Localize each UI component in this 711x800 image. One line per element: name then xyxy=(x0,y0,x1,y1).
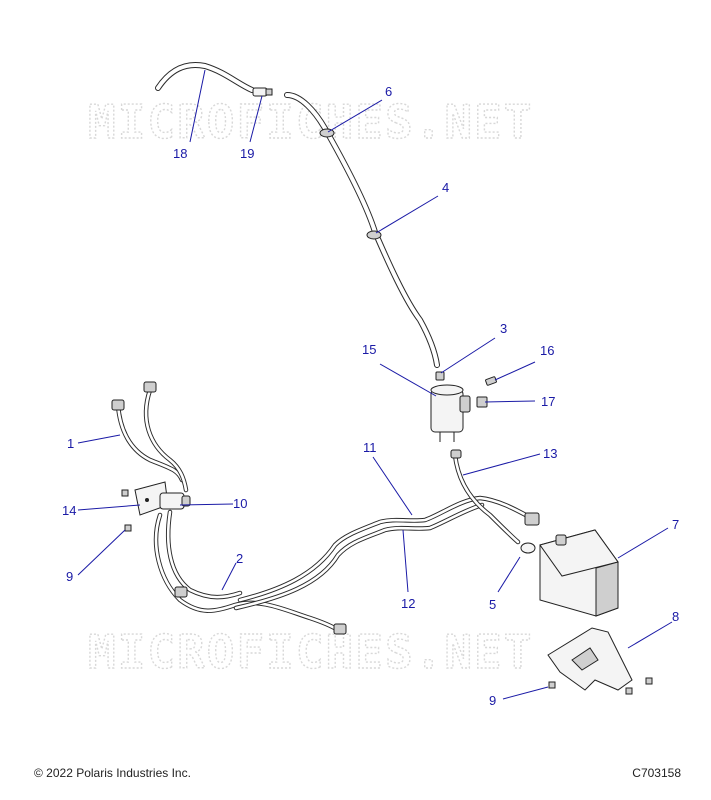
callout-13: 13 xyxy=(543,446,557,461)
fitting-19 xyxy=(252,87,273,97)
screw-9-right xyxy=(548,677,653,695)
vent-line-13 xyxy=(450,449,540,545)
callout-8: 8 xyxy=(672,609,679,624)
watermark-bottom: MICROFICHES.NET xyxy=(88,625,533,679)
callout-labels: 18 19 6 4 3 15 16 17 1 13 11 10 14 9 2 1… xyxy=(62,84,679,708)
vent-lines-1 xyxy=(111,381,189,493)
bracket-8 xyxy=(547,627,633,691)
callout-15: 15 xyxy=(362,342,376,357)
canister-7 xyxy=(539,529,619,617)
vent-line-12 xyxy=(237,495,538,603)
clip-3 xyxy=(435,371,445,381)
callout-19: 19 xyxy=(240,146,254,161)
purge-valve-15 xyxy=(430,384,471,442)
callout-10: 10 xyxy=(233,496,247,511)
fuel-lines-2 xyxy=(153,509,347,635)
copyright-notice: © 2022 Polaris Industries Inc. xyxy=(34,766,191,780)
callout-9-left: 9 xyxy=(66,569,73,584)
callout-16: 16 xyxy=(540,343,554,358)
callout-5: 5 xyxy=(489,597,496,612)
callout-14: 14 xyxy=(62,503,76,518)
watermark-top: MICROFICHES.NET xyxy=(88,95,533,149)
callout-4: 4 xyxy=(442,180,449,195)
leader-lines xyxy=(77,69,673,700)
callout-11: 11 xyxy=(363,440,377,455)
valve-10 xyxy=(159,492,191,510)
callout-9-right: 9 xyxy=(489,693,496,708)
callout-18: 18 xyxy=(173,146,187,161)
vent-hose-18 xyxy=(155,62,255,93)
screw-9-left xyxy=(121,489,132,532)
vent-line-11 xyxy=(233,502,485,611)
callout-1: 1 xyxy=(67,436,74,451)
screw-16 xyxy=(485,376,497,386)
clamp-5 xyxy=(520,542,536,554)
callout-2: 2 xyxy=(236,551,243,566)
callout-6: 6 xyxy=(385,84,392,99)
callout-7: 7 xyxy=(672,517,679,532)
callout-12: 12 xyxy=(401,596,415,611)
callout-17: 17 xyxy=(541,394,555,409)
callout-3: 3 xyxy=(500,321,507,336)
clamp-4 xyxy=(366,230,382,240)
figure-code: C703158 xyxy=(632,766,681,780)
